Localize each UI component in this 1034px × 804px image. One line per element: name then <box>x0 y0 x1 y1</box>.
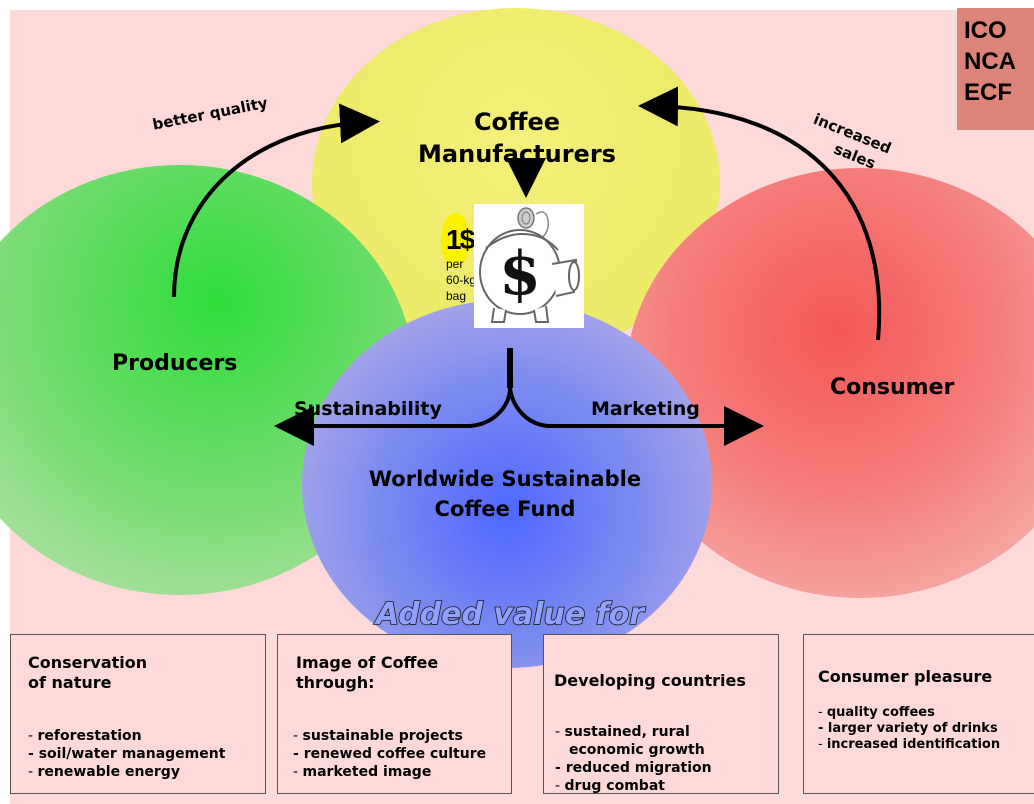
arrow-increased-sales <box>638 86 882 341</box>
arrow-marketing <box>508 387 764 446</box>
panel-title-line: Conservation <box>28 653 148 672</box>
levy-unit-label: per 60-kg bag <box>446 256 492 304</box>
panel-title-line: of nature <box>28 673 112 692</box>
list-item: - sustainable projects <box>293 728 463 744</box>
list-item: - reduced migration <box>555 760 712 776</box>
panel-developing: Developing countries - sustained, rural … <box>543 634 779 794</box>
list-item: - soil/water management <box>28 746 226 762</box>
list-item: - drug combat <box>555 778 665 794</box>
org-label-nca: NCA <box>964 48 1016 75</box>
panel-title-line: Consumer pleasure <box>818 667 993 686</box>
org-label-ecf: ECF <box>964 79 1012 106</box>
panel-consumer-pleasure: Consumer pleasure - quality coffees - la… <box>803 634 1034 794</box>
fund-title-line: Worldwide Sustainable <box>368 467 642 491</box>
marketing-label: Marketing <box>591 398 700 420</box>
list-item: - increased identification <box>818 737 1001 752</box>
organization-badge: ICO NCA ECF <box>957 8 1034 130</box>
org-label-ico: ICO <box>964 17 1007 44</box>
arrow-better-quality <box>172 103 380 298</box>
piggy-bank-image: $ <box>474 204 584 328</box>
panel-list: - sustainable projects - renewed coffee … <box>293 727 486 781</box>
piggy-bank-icon: $ <box>479 207 580 323</box>
producers-title: Producers <box>112 351 238 376</box>
list-item: - renewed coffee culture <box>293 746 487 762</box>
panel-title: Image of Coffee through: <box>296 653 438 693</box>
dollar-coin-icon <box>441 213 470 267</box>
levy-unit-line: per <box>446 257 464 271</box>
consumer-title: Consumer <box>830 375 955 400</box>
panel-image: Image of Coffee through: - sustainable p… <box>277 634 512 794</box>
levy-unit-line: bag <box>446 289 467 303</box>
panel-conservation: Conservation of nature - reforestation -… <box>10 634 266 794</box>
coin-label: 1$ <box>446 224 475 255</box>
list-item: - larger variety of drinks <box>818 721 998 736</box>
svg-text:$: $ <box>499 239 541 309</box>
list-item: - renewable energy <box>28 764 180 780</box>
panel-list: - reforestation - soil/water management … <box>28 727 225 781</box>
panel-title-line: Developing countries <box>554 671 746 690</box>
levy-unit-line: 60-kg <box>446 273 477 287</box>
fund-title-line: Coffee Fund <box>434 497 576 521</box>
fund-title: Worldwide Sustainable Coffee Fund <box>320 464 690 524</box>
panel-title: Conservation of nature <box>28 653 147 693</box>
panel-list: - sustained, rural economic growth - red… <box>555 723 712 795</box>
list-item: - marketed image <box>293 764 432 780</box>
added-value-heading: Added value for <box>373 596 647 633</box>
panel-title-line: Image of Coffee <box>296 653 439 672</box>
list-item: economic growth <box>569 742 705 758</box>
manufacturers-title: Coffee Manufacturers <box>352 106 682 170</box>
list-item: - quality coffees <box>818 705 935 720</box>
manufacturers-title-line: Coffee <box>473 108 561 136</box>
panel-list: - quality coffees - larger variety of dr… <box>818 705 1000 753</box>
panel-title: Consumer pleasure <box>818 667 992 687</box>
sustainability-label: Sustainability <box>294 398 442 420</box>
panel-title-line: through: <box>296 673 375 692</box>
list-item: - reforestation <box>28 728 142 744</box>
list-item: - sustained, rural <box>555 724 690 740</box>
added-value-title: Added value for <box>374 597 646 632</box>
panel-title: Developing countries <box>554 671 746 691</box>
